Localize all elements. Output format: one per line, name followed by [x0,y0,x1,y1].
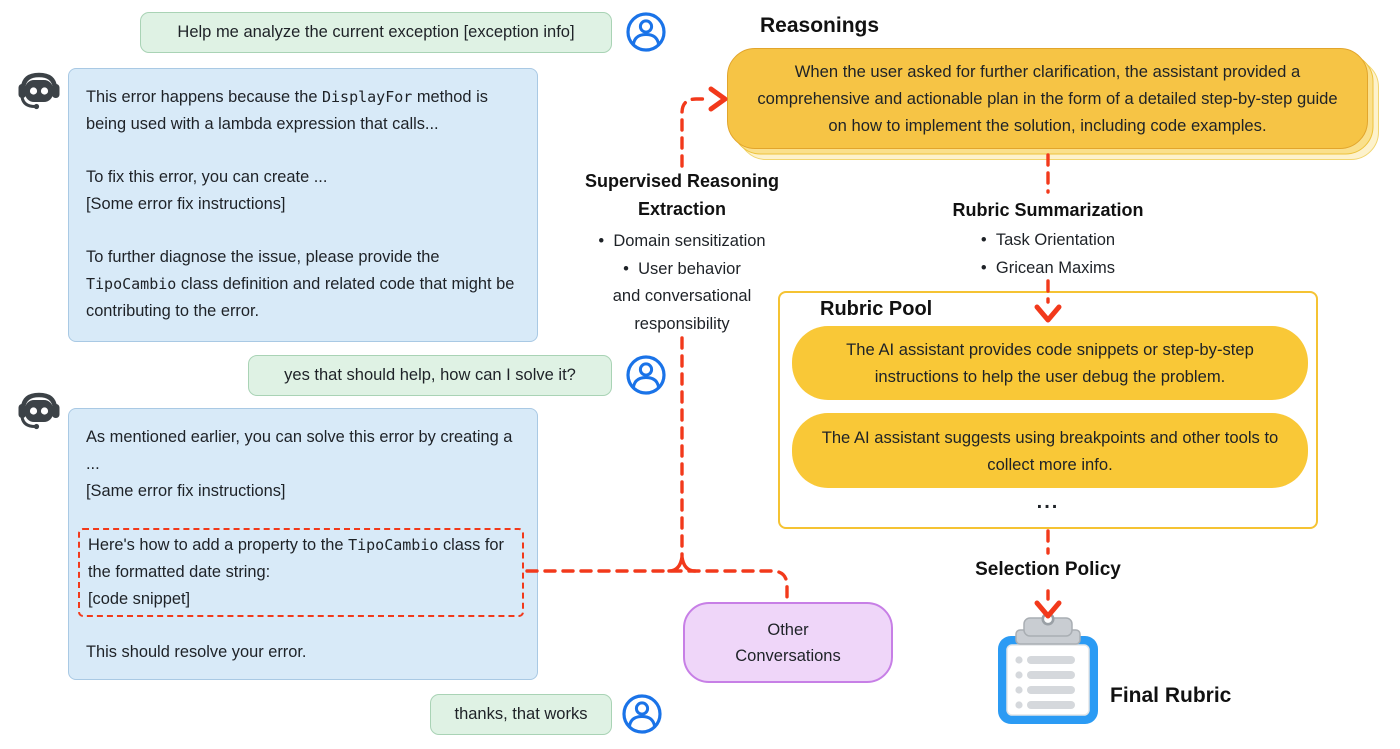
final-rubric-label: Final Rubric [1110,684,1232,707]
connector-extraction-up [680,97,711,168]
user-avatar-icon [626,355,666,395]
rs-title: Rubric Summarization [952,200,1144,220]
assistant-message-1-paragraph-3: To further diagnose the issue, please pr… [86,248,515,320]
rubric-summarization-block: Rubric Summarization Task Orientation Gr… [930,196,1166,282]
user-message-2-text: yes that should help, how can I solve it… [284,366,576,384]
reasoning-card: When the user asked for further clarific… [727,48,1368,149]
reasoning-card-stack: When the user asked for further clarific… [727,48,1379,160]
rs-bullet-gricean-maxims: Gricean Maxims [981,255,1115,283]
sre-bullet-user-behavior-cont1: and conversational [612,287,752,305]
reasonings-title: Reasonings [760,14,880,37]
arrowhead-into-reasonings [708,86,728,112]
assistant-message-2: As mentioned earlier, you can solve this… [68,408,538,680]
robot-icon [18,72,60,110]
connector-to-other-conversations [525,569,789,602]
rubric-pool-item-2: The AI assistant suggests using breakpoi… [792,413,1308,488]
assistant-message-1-paragraph-2: To fix this error, you can create ... [S… [86,168,328,213]
sre-bullet-user-behavior: User behavior [556,256,808,284]
assistant-message-1-paragraph-1: This error happens because the DisplayFo… [86,88,488,133]
user-message-1-text: Help me analyze the current exception [e… [177,23,575,41]
sre-title-line2: Extraction [637,199,727,219]
inline-code-displayfor: DisplayFor [321,88,413,106]
assistant-message-2-paragraph-1: As mentioned earlier, you can solve this… [86,428,513,500]
highlighted-reasoning-span: Here's how to add a property to the Tipo… [78,528,524,617]
connector-merge-curve [667,555,697,573]
other-conversations-line1: Other [767,620,809,639]
rubric-pool-item-1: The AI assistant provides code snippets … [792,326,1308,400]
reasoning-card-text: When the user asked for further clarific… [757,62,1338,135]
user-avatar-icon [622,694,662,734]
other-conversations-node: Other Conversations [683,602,893,683]
robot-icon [18,392,60,430]
rubric-pool-ellipsis: ... [1036,491,1060,513]
supervised-reasoning-extraction-block: Supervised Reasoning Extraction Domain s… [556,167,808,338]
user-message-3-text: thanks, that works [454,705,588,723]
assistant-message-1: This error happens because the DisplayFo… [68,68,538,342]
other-conversations-line2: Conversations [735,646,841,665]
sre-title-line1: Supervised Reasoning [584,171,780,191]
selection-policy-label: Selection Policy [975,559,1121,580]
user-message-3: thanks, that works [430,694,612,735]
rubric-pool-title: Rubric Pool [820,298,933,320]
clipboard-icon [998,612,1098,724]
user-avatar-icon [626,12,666,52]
rs-bullet-task-orientation: Task Orientation [981,227,1115,255]
user-message-1: Help me analyze the current exception [e… [140,12,612,53]
inline-code-tipocambio: TipoCambio [86,275,177,293]
sre-bullet-user-behavior-cont2: responsibility [634,314,730,333]
user-message-2: yes that should help, how can I solve it… [248,355,612,396]
sre-bullet-domain-sensitization: Domain sensitization [556,228,808,256]
rubric-pool-box: Rubric Pool The AI assistant provides co… [778,291,1318,529]
assistant-message-2-paragraph-3: This should resolve your error. [86,643,307,661]
inline-code-tipocambio: TipoCambio [348,536,439,554]
